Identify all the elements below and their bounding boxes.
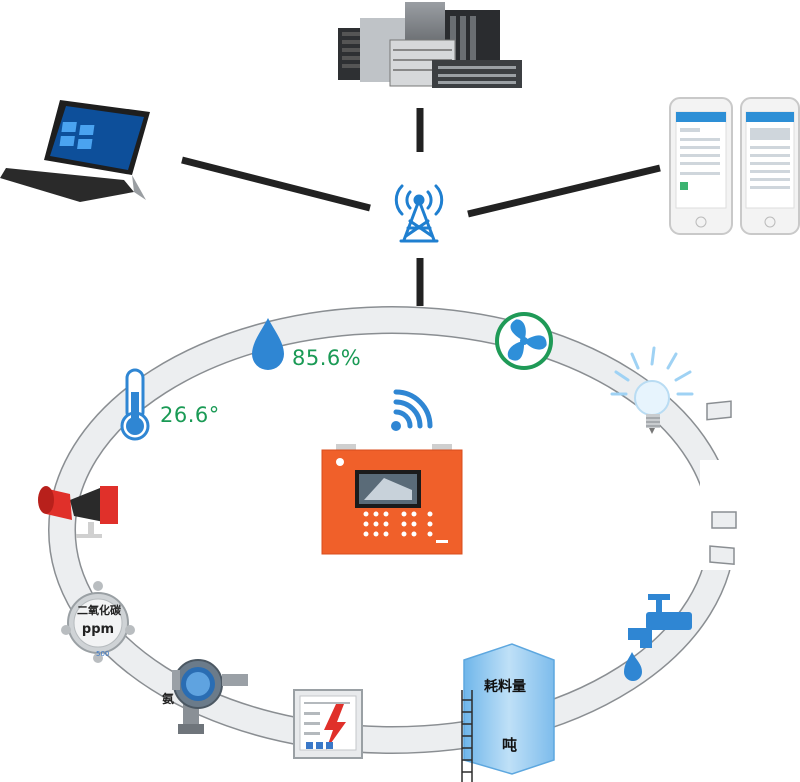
signal-tower-icon	[394, 184, 444, 243]
alarm-horn-icon	[38, 486, 118, 538]
thermometer-icon	[120, 368, 150, 441]
ring-track	[48, 306, 760, 754]
humidity-reading: 85.6%	[292, 346, 362, 370]
fan-icon	[495, 312, 553, 370]
server-rack-icon	[338, 2, 522, 88]
faucet-icon	[624, 594, 692, 681]
co2-sensor-unit: ppm	[81, 622, 115, 637]
water-drop-icon	[252, 318, 284, 370]
silo-unit: 吨	[502, 736, 518, 754]
co2-sensor-icon	[61, 581, 135, 663]
co2-sensor-scale: 500	[96, 650, 110, 658]
power-meter-icon	[293, 689, 363, 759]
temperature-reading: 26.6°	[160, 403, 220, 427]
feed-silo-icon	[461, 643, 555, 782]
laptop-icon	[0, 100, 150, 202]
co2-sensor-name: 二氧化碳	[77, 604, 121, 617]
light-bulb-icon	[610, 346, 694, 434]
network-links	[181, 108, 661, 306]
silo-title: 耗料量	[484, 679, 526, 695]
smartphone-icon	[669, 97, 800, 235]
ammonia-sensor-icon	[172, 659, 248, 734]
controller-box	[321, 444, 463, 555]
wifi-icon	[391, 389, 433, 431]
ammonia-sensor-label: 氨气	[162, 692, 174, 706]
